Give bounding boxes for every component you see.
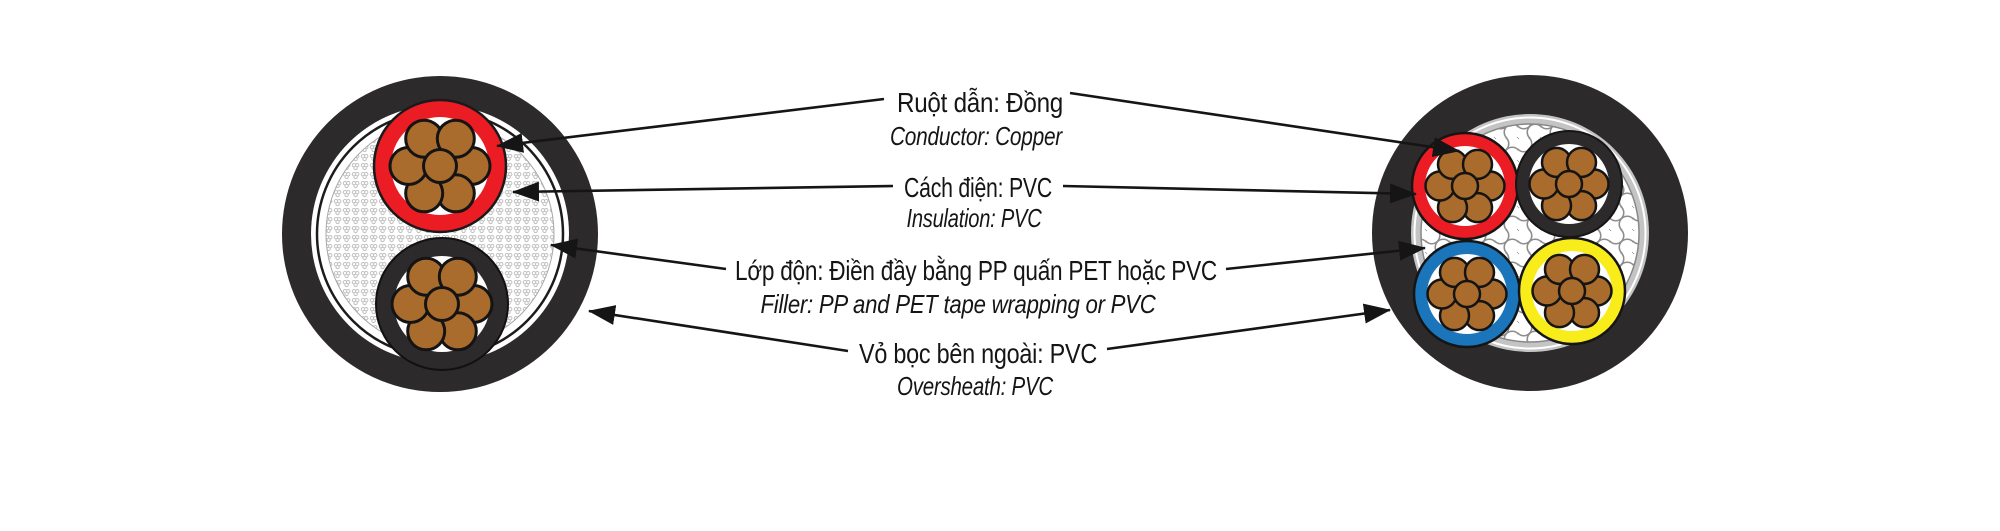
right-core-black-conductor-strands [1528, 146, 1610, 222]
label-oversheath-vi: Vỏ bọc bên ngoài: PVC [859, 338, 1097, 369]
label-conductor: Ruột dẫn: Đồng Conductor: Copper [890, 87, 1064, 151]
label-insulation-vi: Cách điện: PVC [904, 172, 1052, 203]
label-insulation: Cách điện: PVC Insulation: PVC [904, 172, 1052, 233]
right-cable-cross-section [1372, 75, 1688, 391]
labels: Ruột dẫn: Đồng Conductor: Copper Cách đi… [735, 87, 1217, 401]
label-oversheath-en: Oversheath: PVC [897, 371, 1053, 401]
right-core-yellow-conductor-strands [1531, 253, 1613, 329]
filler-leader-right [1225, 240, 1426, 271]
oversheath-leader-right [1106, 303, 1391, 351]
leader-lines [496, 91, 1460, 353]
label-filler: Lớp độn: Điền đầy bằng PP quấn PET hoặc … [735, 255, 1217, 319]
insulation-leader-right [1062, 183, 1417, 204]
right-core-red-conductor-strands [1424, 148, 1506, 224]
left-core-black [375, 237, 509, 371]
filler-leader-left [550, 238, 727, 271]
label-filler-en: Filler: PP and PET tape wrapping or PVC [761, 289, 1156, 319]
right-core-red [1410, 131, 1520, 241]
left-cable-cross-section [282, 76, 598, 392]
conductor-leader-left [496, 97, 885, 153]
label-insulation-en: Insulation: PVC [907, 203, 1042, 233]
label-conductor-en: Conductor: Copper [890, 121, 1063, 151]
left-core-black-conductor-strands [390, 256, 494, 352]
right-core-black [1515, 130, 1623, 238]
oversheath-leader-left [588, 305, 849, 353]
label-conductor-vi: Ruột dẫn: Đồng [897, 87, 1063, 118]
right-core-blue [1412, 239, 1522, 349]
conductor-leader-right [1069, 91, 1460, 158]
label-oversheath: Vỏ bọc bên ngoài: PVC Oversheath: PVC [859, 338, 1097, 401]
right-liner-white-line [1413, 116, 1647, 350]
insulation-leader-left [512, 181, 894, 202]
left-core-red-conductor-strands [388, 118, 492, 214]
right-core-yellow [1517, 236, 1627, 346]
right-core-blue-conductor-strands [1426, 256, 1508, 332]
left-core-red [372, 98, 508, 234]
label-filler-vi: Lớp độn: Điền đầy bằng PP quấn PET hoặc … [735, 255, 1217, 286]
